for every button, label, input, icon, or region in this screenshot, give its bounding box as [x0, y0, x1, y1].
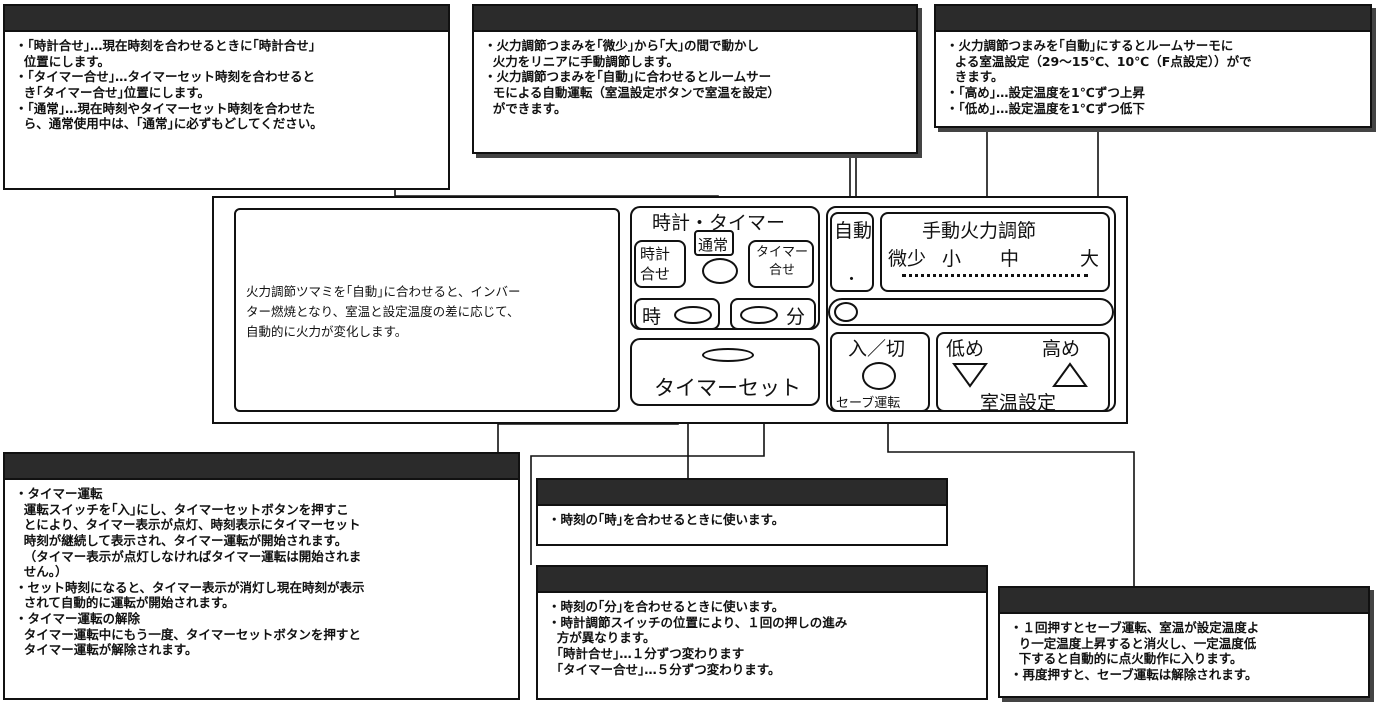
heat-control-knob[interactable] — [834, 302, 858, 322]
callout-clock-switch: ・｢時計合せ｣…現在時刻を合わせるときに｢時計合せ｣ 位置にします。 ・｢タイマ… — [3, 4, 450, 190]
clock-adjust-label: 時計 合せ — [640, 245, 671, 284]
callout-header — [1000, 588, 1368, 614]
clock-timer-title: 時計・タイマー — [652, 212, 786, 234]
callout-header — [936, 6, 1370, 32]
heat-control-knob-track — [828, 298, 1114, 326]
callout-header — [5, 454, 518, 480]
hour-label: 時 — [642, 306, 662, 328]
callout-text: ・時刻の｢時｣を合わせるときに使います。 — [548, 512, 785, 527]
manual-heat-title: 手動火力調節 — [922, 220, 1037, 242]
callout-text: ・時刻の｢分｣を合わせるときに使います。 ・時計調節スイッチの位置により、１回の… — [548, 599, 848, 677]
info-text: 火力調節ツマミを｢自動｣に合わせると、インバー ター燃焼となり、室温と設定温度の… — [246, 284, 521, 339]
auto-marker: ・ — [844, 270, 860, 288]
hour-button-frame: 時 — [634, 298, 720, 330]
timer-adjust-position: タイマー 合せ — [748, 240, 814, 288]
level-medium: 中 — [1000, 248, 1020, 270]
control-panel: 火力調節ツマミを｢自動｣に合わせると、インバー ター燃焼となり、室温と設定温度の… — [212, 196, 1128, 424]
clock-timer-group: 時計・タイマー 時計 合せ 通常 タイマー 合せ 時 分 — [630, 206, 820, 330]
level-large: 大 — [1080, 248, 1100, 270]
info-box: 火力調節ツマミを｢自動｣に合わせると、インバー ター燃焼となり、室温と設定温度の… — [234, 208, 620, 412]
level-fine: 微少 — [888, 248, 927, 270]
callout-room-temp: ・火力調節つまみを｢自動｣にするとルームサーモに よる室温設定（29～15℃、1… — [934, 4, 1372, 128]
hour-button[interactable] — [674, 306, 712, 324]
timer-set-group: タイマーセット — [630, 338, 820, 406]
callout-header — [538, 567, 986, 593]
heat-control-group: 自動 ・ 手動火力調節 微少 小 中 大 入／切 セーブ運転 低め 高め — [826, 206, 1116, 414]
high-label: 高め — [1042, 338, 1081, 360]
minute-label: 分 — [786, 306, 806, 328]
low-label: 低め — [946, 338, 985, 360]
on-off-label: 入／切 — [848, 338, 906, 360]
callout-manual-knob: ・火力調節つまみを｢微少｣から｢大｣の間で動かし 火力をリニアに手動調節します。… — [472, 4, 918, 154]
high-button-icon[interactable] — [1052, 362, 1088, 388]
on-off-frame: 入／切 セーブ運転 — [830, 332, 930, 412]
level-small: 小 — [942, 248, 962, 270]
callout-text: ・火力調節つまみを｢自動｣にするとルームサーモに よる室温設定（29～15℃、1… — [946, 38, 1252, 116]
clock-adjust-position: 時計 合せ — [634, 240, 686, 288]
callout-save-button: ・１回押すとセーブ運転、室温が設定温度よ り一定温度上昇すると消火し、一定温度低… — [998, 586, 1370, 698]
callout-minute-button: ・時刻の｢分｣を合わせるときに使います。 ・時計調節スイッチの位置により、１回の… — [536, 565, 988, 700]
save-run-label: セーブ運転 — [836, 396, 901, 411]
callout-header — [538, 480, 946, 506]
callout-text: ・１回押すとセーブ運転、室温が設定温度よ り一定温度上昇すると消火し、一定温度低… — [1010, 620, 1260, 682]
low-button-icon[interactable] — [952, 362, 988, 388]
normal-label: 通常 — [698, 236, 729, 254]
callout-header — [474, 6, 916, 32]
callout-text: ・火力調節つまみを｢微少｣から｢大｣の間で動かし 火力をリニアに手動調節します。… — [484, 38, 780, 116]
normal-position: 通常 — [694, 230, 734, 256]
callout-text: ・タイマー運転 運転スイッチを｢入｣にし、タイマーセットボタンを押すこ とにより… — [15, 486, 365, 658]
minute-button[interactable] — [740, 306, 778, 324]
level-scale-bar — [902, 274, 1088, 281]
callout-timer-set: ・タイマー運転 運転スイッチを｢入｣にし、タイマーセットボタンを押すこ とにより… — [3, 452, 520, 700]
minute-button-frame: 分 — [730, 298, 816, 330]
manual-heat-frame: 手動火力調節 微少 小 中 大 — [880, 212, 1110, 292]
auto-frame: 自動 ・ — [830, 212, 874, 292]
auto-label: 自動 — [834, 220, 873, 242]
timer-set-label: タイマーセット — [654, 376, 801, 400]
clock-adjust-switch[interactable] — [702, 258, 738, 284]
room-temp-frame: 低め 高め 室温設定 — [936, 332, 1110, 414]
callout-header — [5, 6, 448, 32]
callout-text: ・｢時計合せ｣…現在時刻を合わせるときに｢時計合せ｣ 位置にします。 ・｢タイマ… — [15, 38, 323, 132]
timer-set-button[interactable] — [702, 348, 754, 362]
room-temp-setting-label: 室温設定 — [980, 392, 1057, 414]
on-off-button[interactable] — [862, 362, 896, 390]
callout-hour-button: ・時刻の｢時｣を合わせるときに使います。 — [536, 478, 948, 546]
timer-adjust-label: タイマー 合せ — [756, 245, 809, 279]
